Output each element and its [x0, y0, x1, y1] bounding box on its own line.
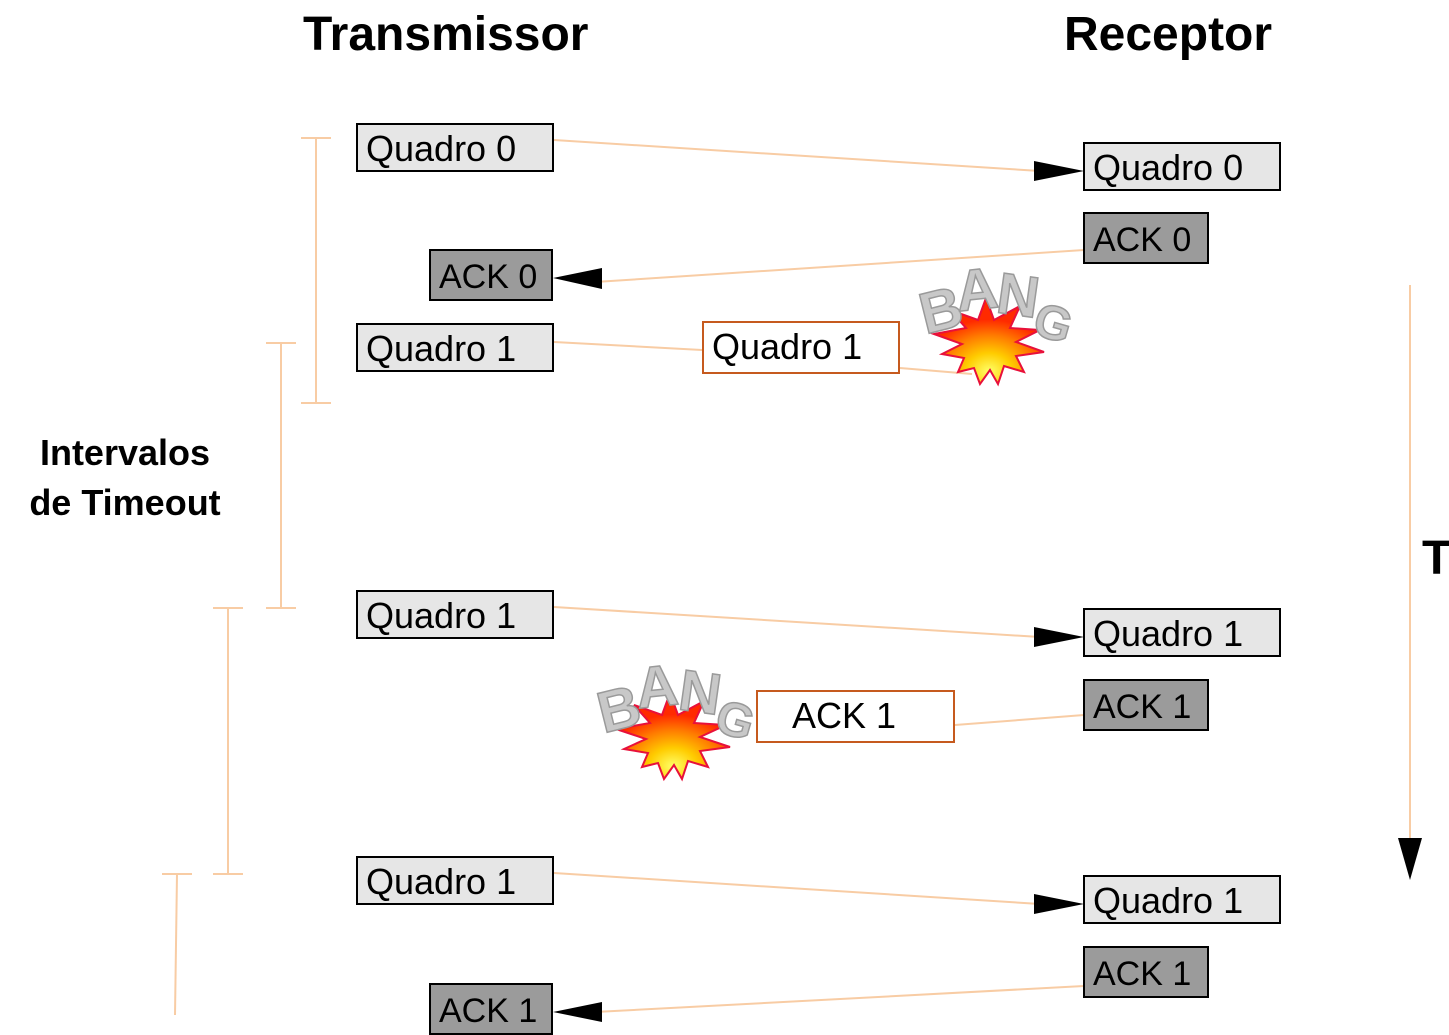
arrowhead-left-icon	[553, 1002, 602, 1022]
timeout-bracket-2	[266, 342, 296, 609]
timeout-brackets	[162, 137, 331, 1016]
receiver-ack1-third-box: ACK 1	[1083, 946, 1209, 998]
sender-ack0-box: ACK 0	[429, 249, 553, 301]
timeout-label-line2: de Timeout	[29, 482, 221, 523]
receiver-ack1-second-box: ACK 1	[1083, 679, 1209, 731]
bang-explosion-icon: B A N G	[912, 255, 1079, 387]
line-frame1-lost-tail	[899, 367, 973, 375]
message-lines	[553, 139, 1085, 1013]
line-frame1-second	[553, 606, 1041, 638]
arrowhead-right-icon	[1034, 627, 1084, 647]
line-frame1-lost	[553, 341, 703, 351]
receiver-frame1-third-box: Quadro 1	[1083, 875, 1281, 924]
lost-ack-box: ACK 1	[756, 690, 955, 743]
arrowhead-down-icon	[1398, 838, 1422, 880]
sender-ack1-box: ACK 1	[429, 983, 553, 1035]
timeout-label: Intervalos de Timeout	[0, 428, 250, 528]
sender-heading: Transmissor	[303, 8, 589, 61]
line-ack0	[594, 249, 1085, 283]
receiver-heading: Receptor	[1064, 8, 1273, 61]
timeout-bracket-1	[301, 137, 331, 404]
svg-text:N: N	[675, 658, 726, 728]
sender-frame1-third-box: Quadro 1	[356, 856, 554, 905]
arrowhead-right-icon	[1034, 161, 1084, 181]
svg-text:A: A	[633, 652, 681, 721]
svg-text:A: A	[953, 255, 1001, 324]
receiver-frame0-box: Quadro 0	[1083, 142, 1281, 191]
receiver-frame1-second-box: Quadro 1	[1083, 608, 1281, 657]
line-frame1-third	[553, 872, 1041, 905]
time-heading: T	[1422, 532, 1449, 585]
timeout-label-line1: Intervalos	[39, 432, 211, 473]
line-frame0	[553, 139, 1041, 172]
timeout-bracket-4	[162, 873, 192, 1016]
arrowhead-right-icon	[1034, 894, 1084, 914]
sender-frame1-first-box: Quadro 1	[356, 323, 554, 372]
svg-text:N: N	[993, 261, 1044, 331]
sender-frame1-second-box: Quadro 1	[356, 590, 554, 639]
time-arrow	[1398, 285, 1422, 880]
lost-frame-box: Quadro 1	[702, 321, 900, 374]
line-ack1-lost	[954, 714, 1085, 726]
arrowhead-left-icon	[553, 268, 602, 289]
line-ack1-third	[594, 985, 1085, 1013]
sender-frame0-box: Quadro 0	[356, 123, 554, 172]
bang-explosion-icon: B A N G	[590, 652, 761, 782]
receiver-ack0-box: ACK 0	[1083, 212, 1209, 264]
timeout-bracket-3	[213, 607, 243, 875]
arrowheads	[553, 161, 1084, 1022]
